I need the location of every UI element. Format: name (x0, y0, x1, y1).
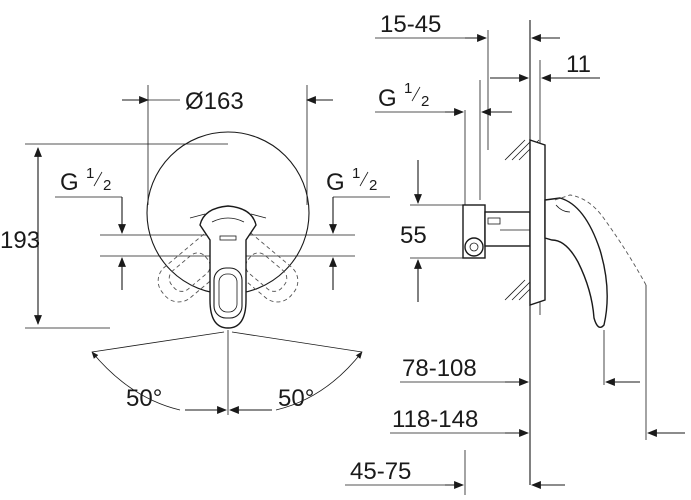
svg-text:1: 1 (86, 165, 94, 182)
angle-right-label: 50° (278, 385, 314, 412)
angle-left-label: 50° (126, 385, 162, 412)
dim-11-label: 11 (566, 51, 591, 78)
angle-arc-left (91, 351, 181, 411)
cover-plate-side (529, 139, 546, 306)
angle-line-left (91, 331, 225, 353)
dim-15-45-label: 15-45 (380, 11, 441, 38)
thread-right-label: G 1 2 (326, 165, 377, 196)
svg-text:2: 2 (369, 177, 377, 194)
angle-arc-right (275, 351, 363, 411)
dim-45-75-label: 45-75 (350, 458, 411, 485)
svg-text:G: G (378, 85, 397, 112)
height-label: 193 (0, 227, 40, 254)
svg-text:G: G (326, 169, 345, 196)
svg-text:2: 2 (103, 177, 111, 194)
dim-78-108-label: 78-108 (402, 355, 477, 382)
svg-text:1: 1 (352, 165, 360, 182)
front-view: Ø163 193 G 1 2 G 1 2 (0, 85, 390, 415)
dim-118-148-label: 118-148 (392, 406, 478, 433)
dim-55-label: 55 (400, 222, 427, 249)
handle-side (544, 194, 647, 328)
svg-text:G: G (60, 169, 79, 196)
mixer-lever (189, 205, 267, 329)
thread-left-label: G 1 2 (60, 165, 111, 196)
valve-body (462, 204, 531, 259)
side-thread-label: G 1 2 (378, 80, 429, 112)
svg-text:2: 2 (421, 93, 429, 110)
svg-text:1: 1 (404, 80, 412, 97)
diameter-label: Ø163 (185, 88, 244, 115)
side-view: 15-45 11 G 1 2 55 (345, 11, 685, 495)
angle-line-right (231, 331, 363, 353)
